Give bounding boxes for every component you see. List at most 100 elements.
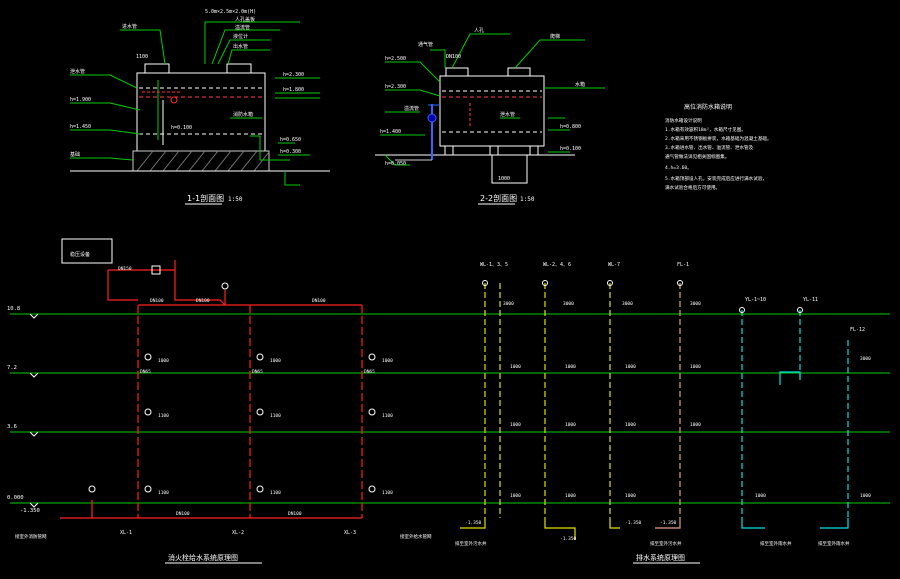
s1-elev-1: h=1.900 xyxy=(70,97,91,103)
s2-elev-5: h=0.100 xyxy=(560,146,581,152)
bottom-note: 接室外给水管网 xyxy=(400,533,432,540)
out-note: 排至室外雨水井 xyxy=(818,540,850,547)
bottom-note: 接室外消防管网 xyxy=(15,533,47,540)
drain-riser-labels: WL-1、3、5 WL-2、4、6 WL-7 FL-1 YL-1~10 YL-1… xyxy=(480,262,865,333)
drain-elev: -1.350 xyxy=(660,520,677,526)
section-2-title: 2-2剖面图 xyxy=(480,193,517,203)
hydrant-icon xyxy=(256,408,264,416)
left-system-title: 消火栓给水系统原理图 xyxy=(168,553,238,562)
drain-dim: 3000 xyxy=(860,356,871,362)
notes-block: 消防水箱设计说明 1.水箱有效容积18m³，水箱尺寸见图。 2.水箱采用不锈钢板… xyxy=(665,117,772,191)
hydrant-icon xyxy=(221,282,229,290)
floor-level-label: 7.2 xyxy=(7,365,17,371)
s1-callout-4: 出水管 xyxy=(233,43,248,50)
fire-dim: 1100 xyxy=(158,490,169,496)
section-2-2 xyxy=(375,67,575,184)
section-1-leaders xyxy=(70,21,320,186)
s1-elev-2: h=1.450 xyxy=(70,124,91,130)
s2-callout-7: 泄水管 xyxy=(500,111,515,118)
pipe-size: DN65 xyxy=(140,369,151,375)
section-1-texts: 5.0m×2.5m×2.0m(H) 人孔盖板 溢流管 液位计 出水管 进水管 泄… xyxy=(70,9,304,158)
float-valve-icon xyxy=(170,96,178,104)
note-line: 2.水箱采用不锈钢板拼装，水箱基础为混凝土基础。 xyxy=(665,135,772,142)
floor-level-label: 0.000 xyxy=(7,495,24,501)
hydrant-icon xyxy=(144,353,152,361)
pipe-size: DN100 xyxy=(288,511,302,517)
s1-dim: 1100 xyxy=(136,54,148,60)
fire-dim: 1100 xyxy=(270,413,281,419)
drain-dim: 1000 xyxy=(565,364,576,370)
drain-out-notes: 排至室外污水井 排至室外污水井 排至室外雨水井 排至室外雨水井 xyxy=(455,540,850,547)
hydrant-icon xyxy=(256,485,264,493)
s2-callout-4: 水箱 xyxy=(575,81,585,88)
floor-level-labels: 10.8 7.2 3.6 0.000 -1.350 xyxy=(7,306,40,514)
section-1-scale: 1:50 xyxy=(228,196,243,203)
s1-callout-2: 溢流管 xyxy=(235,24,250,31)
drain-dim: 3000 xyxy=(563,301,574,307)
fire-dim: 1100 xyxy=(382,413,393,419)
drain-riser-label: YL-1~10 xyxy=(745,297,766,303)
drain-dim: 1000 xyxy=(625,493,636,499)
drain-dim: 1000 xyxy=(860,493,871,499)
s1-callout-8: 基础 xyxy=(70,151,80,158)
drain-riser-label: WL-7 xyxy=(608,262,620,268)
drain-dim: 1000 xyxy=(625,364,636,370)
fire-dim: 1000 xyxy=(270,358,281,364)
s2-elev-3: h=1.400 xyxy=(380,129,401,135)
basement-level-label: -1.350 xyxy=(20,508,40,514)
riser-label: XL-1 xyxy=(120,530,132,536)
pump-box-label: 稳压设备 xyxy=(70,251,90,258)
pipe-size: DN150 xyxy=(118,266,132,272)
hydrant-icon xyxy=(368,353,376,361)
pump-equipment-box xyxy=(61,238,113,264)
s2-callout-6: 溢流管 xyxy=(404,105,419,112)
drain-riser-label: FL-1 xyxy=(677,262,689,268)
fire-dim: 1000 xyxy=(158,358,169,364)
fire-dims: 1000 1000 1000 1100 1100 1100 1100 1100 … xyxy=(118,266,393,517)
drain-dim: 1000 xyxy=(625,422,636,428)
pipe-size: DN100 xyxy=(176,511,190,517)
s1-callout-1: 人孔盖板 xyxy=(235,16,255,23)
fire-dim: 1000 xyxy=(382,358,393,364)
water-tank-2-outline xyxy=(439,75,545,147)
fire-riser-labels: XL-1 XL-2 XL-3 xyxy=(120,530,356,536)
vent-cap-icon xyxy=(607,280,613,286)
drain-dim: 1000 xyxy=(565,422,576,428)
fire-dim: 1100 xyxy=(270,490,281,496)
drain-riser-label: WL-1、3、5 xyxy=(480,262,508,268)
fire-bottom-notes: 接室外消防管网 接室外给水管网 xyxy=(15,533,432,540)
s1-elev-7: h=0.100 xyxy=(171,125,192,131)
notes-title: 高位消防水箱说明 xyxy=(684,103,732,111)
s2-callout-3: 爬梯 xyxy=(550,33,560,40)
fire-dim: 1100 xyxy=(382,490,393,496)
out-note: 排至室外污水井 xyxy=(455,540,487,547)
s1-elev-4: h=1.800 xyxy=(283,87,304,93)
s2-callout-1: 通气管 xyxy=(418,41,433,48)
section-2-scale: 1:50 xyxy=(520,196,535,203)
s2-elev-4: h=0.800 xyxy=(560,124,581,130)
note-line: 消防水箱设计说明 xyxy=(665,117,702,124)
s1-callout-6: 泄水管 xyxy=(70,68,85,75)
note-line: 满水试验合格后方可使用。 xyxy=(665,184,720,191)
pipe-size: DN100 xyxy=(150,298,164,304)
drain-dim: 1000 xyxy=(510,493,521,499)
manhole-right xyxy=(226,63,252,74)
note-line: 5.水箱顶部设人孔，安装完成后应进行满水试验， xyxy=(665,175,767,182)
out-note: 排至室外雨水井 xyxy=(760,540,792,547)
pipe-size: DN100 xyxy=(196,298,210,304)
drain-riser-label: YL-11 xyxy=(803,297,818,303)
pump-pit xyxy=(491,154,528,184)
section-2-texts: 通气管 人孔 爬梯 水箱 DN100 溢流管 泄水管 h=2.500 h=2.3… xyxy=(380,27,585,182)
note-line: 通气管做法详见相关国标图集。 xyxy=(665,153,729,160)
pipe-size: DN65 xyxy=(364,369,375,375)
drain-dim: 1000 xyxy=(510,422,521,428)
s1-elev-5: h=0.650 xyxy=(280,137,301,143)
s1-note: 5.0m×2.5m×2.0m(H) xyxy=(205,9,256,15)
drain-elev: -1.350 xyxy=(625,520,642,526)
fire-pipe-network xyxy=(60,260,363,519)
vent-cap-icon xyxy=(677,280,683,286)
pipe-size: DN65 xyxy=(252,369,263,375)
section-1-title: 1-1剖面图 xyxy=(187,193,224,203)
hydrant-icon xyxy=(88,485,96,493)
note-line: 3.水箱进水管、出水管、溢流管、泄水管及 xyxy=(665,144,754,151)
